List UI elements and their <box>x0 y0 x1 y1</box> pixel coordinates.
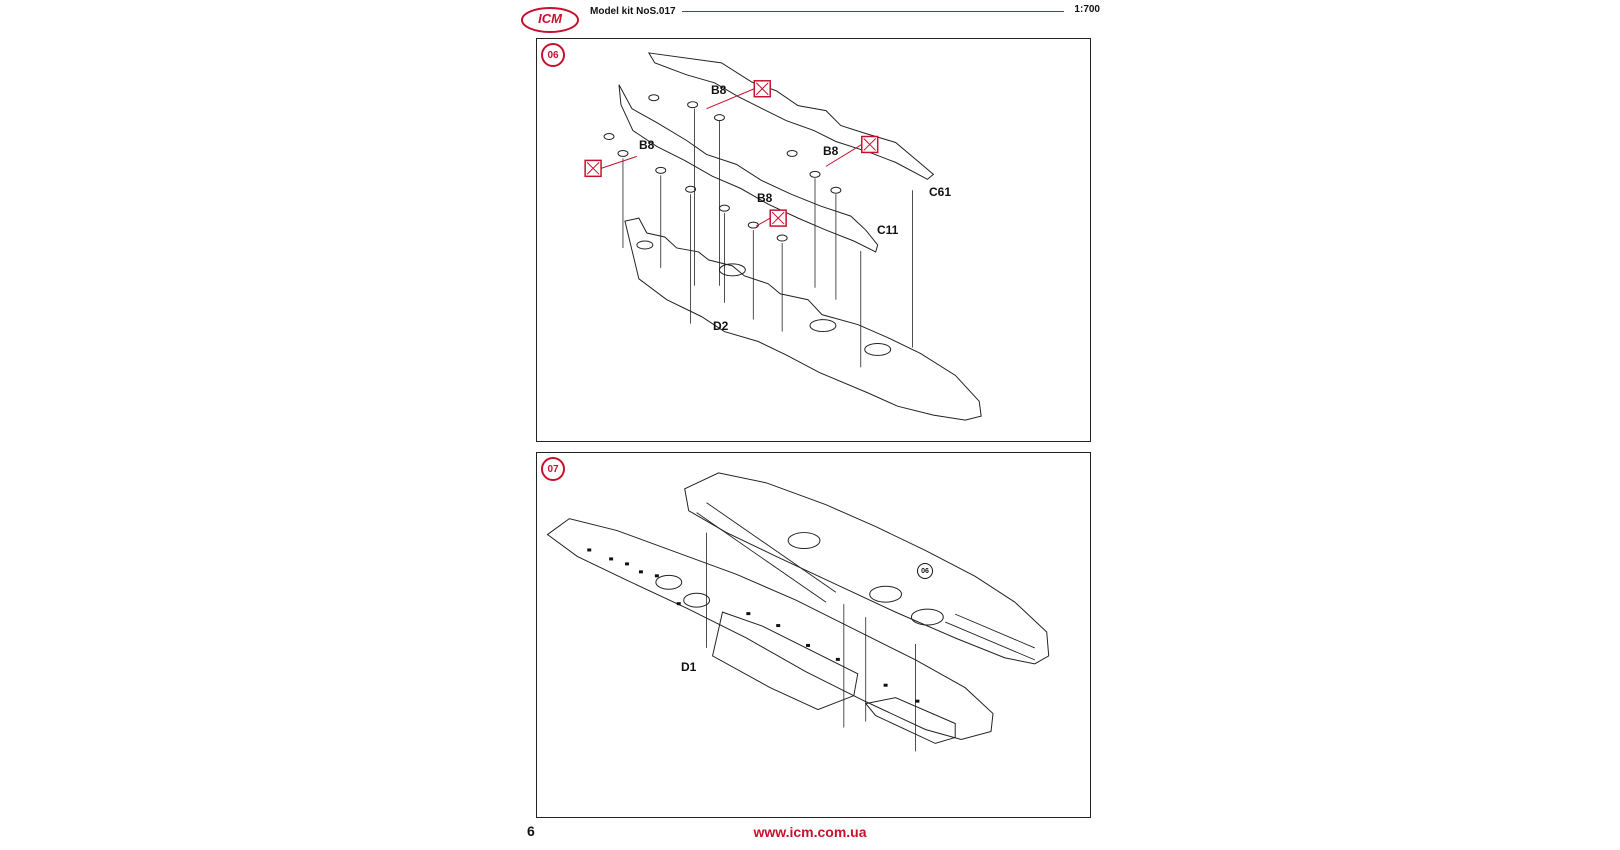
step-reference-badge: 06 <box>917 563 933 579</box>
scale-label: 1:700 <box>1074 4 1100 15</box>
deck-hole <box>809 319 837 333</box>
deck-hole <box>683 592 711 608</box>
step-number-badge: 07 <box>541 457 565 481</box>
part-label-b8: B8 <box>823 144 839 158</box>
step-number-badge: 06 <box>541 43 565 67</box>
deck-hole <box>787 532 821 549</box>
deck-hole <box>655 574 683 590</box>
part-label-d2: D2 <box>713 319 729 333</box>
part-label-b8: B8 <box>711 83 727 97</box>
part-label-c61: C61 <box>929 185 952 199</box>
deck-cutout <box>711 611 859 711</box>
step-06-diagram <box>584 52 982 421</box>
kit-number: Model kit NoS.017 <box>590 6 676 17</box>
deck-part-d1 <box>546 518 994 740</box>
deck-assembly-step-06 <box>684 472 1050 665</box>
header-divider <box>682 11 1064 12</box>
rail-part-c11 <box>618 84 879 253</box>
deck-cutout <box>864 697 956 744</box>
deck-hole <box>636 240 654 250</box>
page-number: 6 <box>527 823 535 839</box>
icm-logo: ICM <box>520 2 580 36</box>
deck-hole <box>869 585 903 603</box>
step-07-panel: 07 D1 <box>536 452 1091 818</box>
part-label-b8: B8 <box>639 138 655 152</box>
part-label-d1: D1 <box>681 660 697 674</box>
svg-text:ICM: ICM <box>538 11 563 26</box>
part-label-c11: C11 <box>877 223 899 237</box>
step-06-panel: 06 <box>536 38 1091 442</box>
step-07-diagram <box>546 472 1050 752</box>
rail-part-c61 <box>647 52 935 180</box>
part-label-b8: B8 <box>757 191 773 205</box>
deck-part-d2 <box>624 217 982 421</box>
page-header: ICM Model kit NoS.017 1:700 <box>520 0 1100 36</box>
deck-hole <box>864 342 892 356</box>
website-link[interactable]: www.icm.com.ua <box>753 824 867 840</box>
deck-hole <box>910 608 944 626</box>
